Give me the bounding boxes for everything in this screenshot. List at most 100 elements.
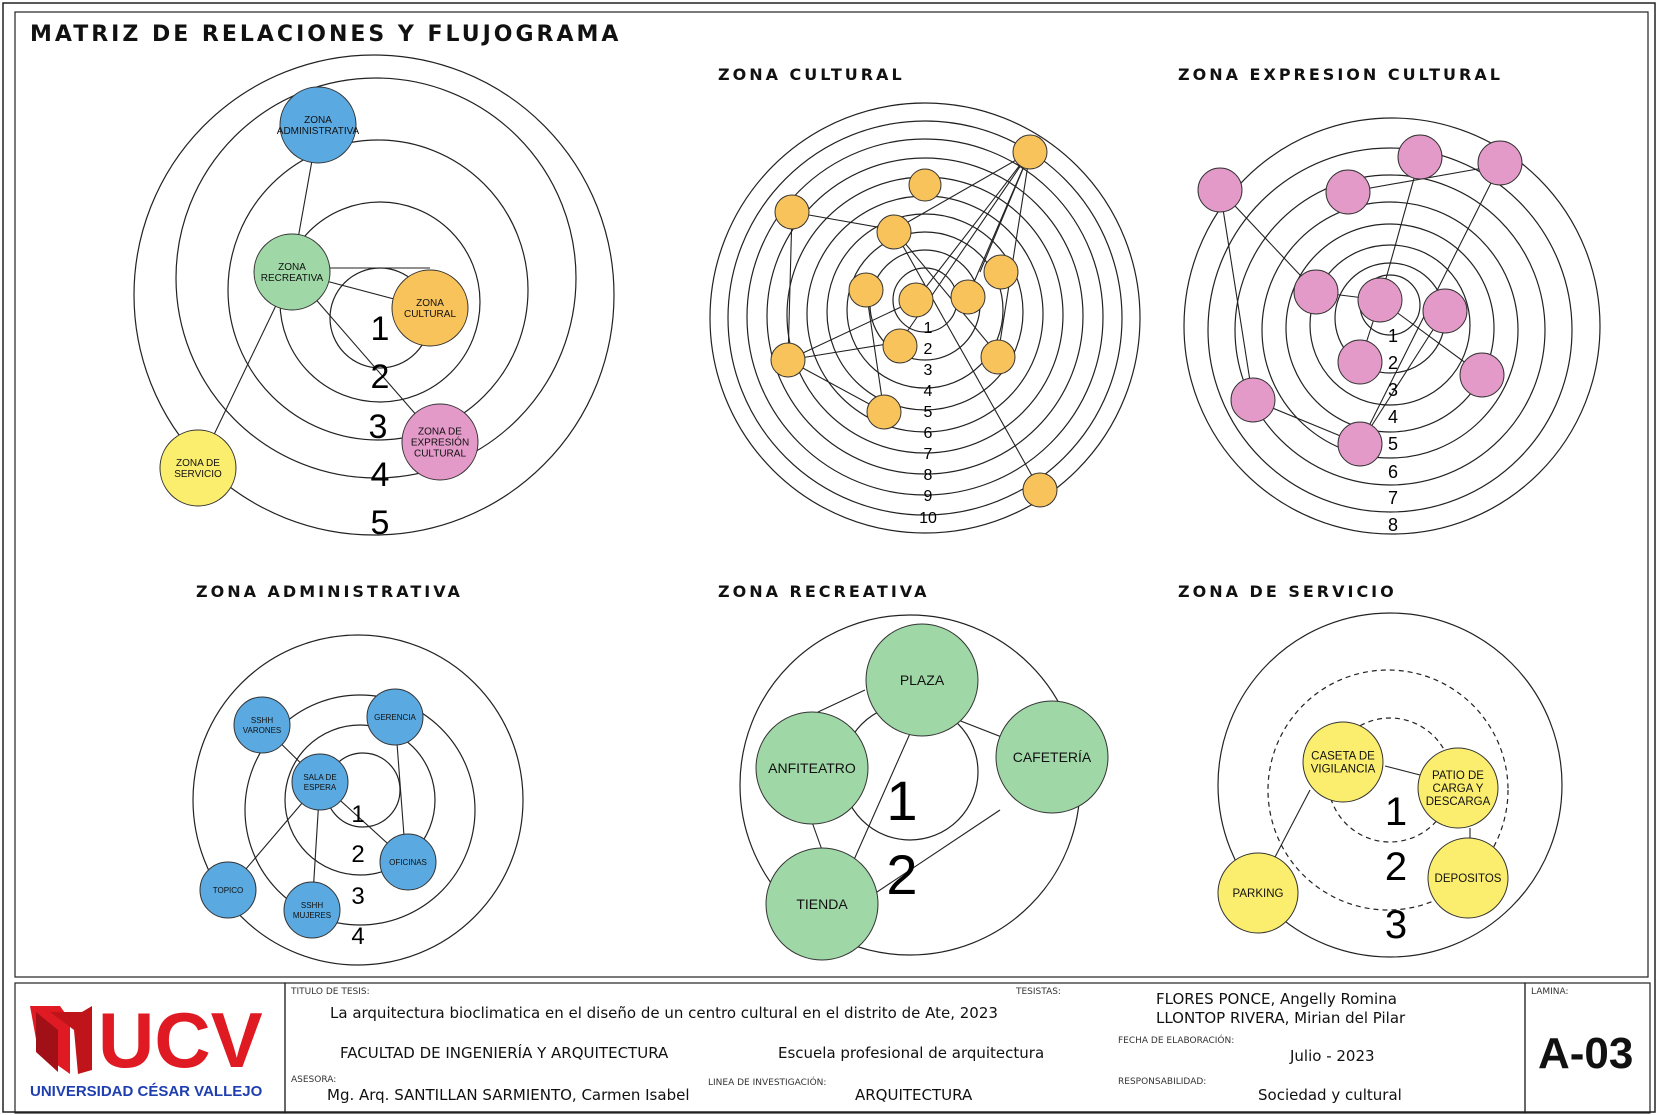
cultural-node — [770, 342, 806, 378]
administrativa-ring-label: 2 — [351, 841, 364, 868]
cultural-ring-label: 5 — [924, 404, 933, 421]
research-line: ARQUITECTURA — [855, 1086, 973, 1104]
expresion-node — [1459, 352, 1505, 398]
main-node-label: RECREATIVA — [261, 273, 324, 284]
recreativa-node-anf: ANFITEATRO — [755, 711, 869, 825]
administrativa-ring-label: 3 — [351, 883, 364, 910]
administrativa-node-label: MUJERES — [293, 911, 331, 920]
servicio-node-label: PARKING — [1233, 888, 1284, 900]
servicio-node-label: CASETA DE — [1311, 751, 1375, 763]
administrativa-node-label: SALA DE — [303, 773, 336, 782]
administrativa-node-label: GERENCIA — [374, 713, 416, 722]
servicio-node-dep: DEPOSITOS — [1427, 837, 1509, 919]
cultural-ring-label: 7 — [924, 446, 933, 463]
university-name: UNIVERSIDAD CÉSAR VALLEJO — [30, 1083, 263, 1100]
main-ring-label: 2 — [371, 358, 390, 396]
recreativa-node-pla: PLAZA — [865, 623, 979, 737]
drawing-frame — [14, 11, 1649, 978]
main-node-label: ZONA — [416, 298, 444, 309]
main-ring-4 — [175, 77, 577, 479]
main-ring-label: 5 — [371, 504, 390, 542]
servicio-title: ZONA DE SERVICIO — [1178, 582, 1397, 601]
expresion-node — [1293, 269, 1339, 315]
administrativa-node-top: TOPICO — [199, 861, 257, 919]
administrativa-node-label: OFICINAS — [389, 858, 427, 867]
servicio-ring-label: 3 — [1385, 903, 1407, 947]
main-node-label: CULTURAL — [404, 309, 456, 320]
responsibility: Sociedad y cultural — [1258, 1086, 1402, 1104]
expresion-node — [1337, 339, 1383, 385]
servicio-ring-label: 1 — [1385, 790, 1407, 834]
recreativa-node-label: TIENDA — [796, 896, 848, 912]
recreativa-node-tie: TIENDA — [765, 847, 879, 961]
expresion-ring-label: 1 — [1388, 326, 1398, 346]
recreativa-node-caf: CAFETERÍA — [995, 700, 1109, 814]
cultural-node — [908, 168, 942, 202]
expresion-node — [1397, 134, 1443, 180]
recreativa-node-label: ANFITEATRO — [768, 760, 856, 776]
title-block: UCV UNIVERSIDAD CÉSAR VALLEJO TITULO DE … — [14, 982, 1651, 1114]
school: Escuela profesional de arquitectura — [778, 1044, 1044, 1062]
servicio-node-label: DEPOSITOS — [1435, 873, 1502, 885]
expresion-ring-label: 7 — [1388, 488, 1398, 508]
expresion-ring-label: 6 — [1388, 462, 1398, 482]
servicio-node-par: PARKING — [1217, 852, 1299, 934]
cultural-ring-label: 2 — [924, 341, 933, 358]
sheet-label: LAMINA: — [1531, 987, 1569, 997]
expresion-node — [1477, 140, 1523, 186]
date: Julio - 2023 — [1289, 1047, 1375, 1065]
expresion-node — [1337, 421, 1383, 467]
main-node-label: ADMINISTRATIVA — [277, 126, 360, 137]
recreativa-ring-label: 2 — [886, 843, 917, 906]
author-1: FLORES PONCE, Angelly Romina — [1156, 990, 1397, 1008]
ucv-logo-icon: UCV — [30, 996, 263, 1084]
administrativa-node-label: ESPERA — [304, 783, 337, 792]
main-node-label: SERVICIO — [174, 469, 222, 480]
main-node-label: CULTURAL — [414, 449, 466, 460]
administrativa-ring-label: 1 — [351, 801, 364, 828]
main-node-label: ZONA — [278, 262, 306, 273]
cultural-node — [876, 214, 912, 250]
servicio-node-label: PATIO DE — [1432, 770, 1484, 782]
authors-label: TESISTAS: — [1015, 987, 1061, 997]
recreativa-title: ZONA RECREATIVA — [718, 582, 929, 601]
main-ring-label: 3 — [369, 408, 388, 446]
main-ring-5 — [133, 54, 615, 536]
cultural-node — [882, 328, 918, 364]
main-node-label: ZONA — [304, 115, 332, 126]
main-ring-label: 1 — [371, 310, 390, 348]
faculty: FACULTAD DE INGENIERÍA Y ARQUITECTURA — [340, 1043, 669, 1062]
cultural-ring-label: 8 — [924, 467, 933, 484]
cultural-node — [1022, 472, 1058, 508]
servicio-node-label: CARGA Y — [1433, 783, 1484, 795]
administrativa-node-label: SSHH — [301, 901, 323, 910]
responsibility-label: RESPONSABILIDAD: — [1118, 1077, 1206, 1087]
administrativa-node-ofi: OFICINAS — [379, 833, 437, 891]
cultural-node — [950, 279, 986, 315]
main-node-label: ZONA DE — [418, 427, 462, 438]
cultural-node — [980, 339, 1016, 375]
cultural-ring-label: 4 — [924, 383, 933, 400]
cultural-node — [866, 394, 902, 430]
expresion-title: ZONA EXPRESION CULTURAL — [1178, 65, 1503, 84]
cultural-title: ZONA CULTURAL — [718, 65, 905, 84]
recreativa-node-label: PLAZA — [900, 672, 945, 688]
expresion-node — [1325, 169, 1371, 215]
cultural-ring-label: 1 — [924, 320, 933, 337]
sheet-number: A-03 — [1538, 1029, 1633, 1078]
administrativa-node-label: TOPICO — [213, 886, 244, 895]
expresion-ring-label: 8 — [1388, 515, 1398, 535]
